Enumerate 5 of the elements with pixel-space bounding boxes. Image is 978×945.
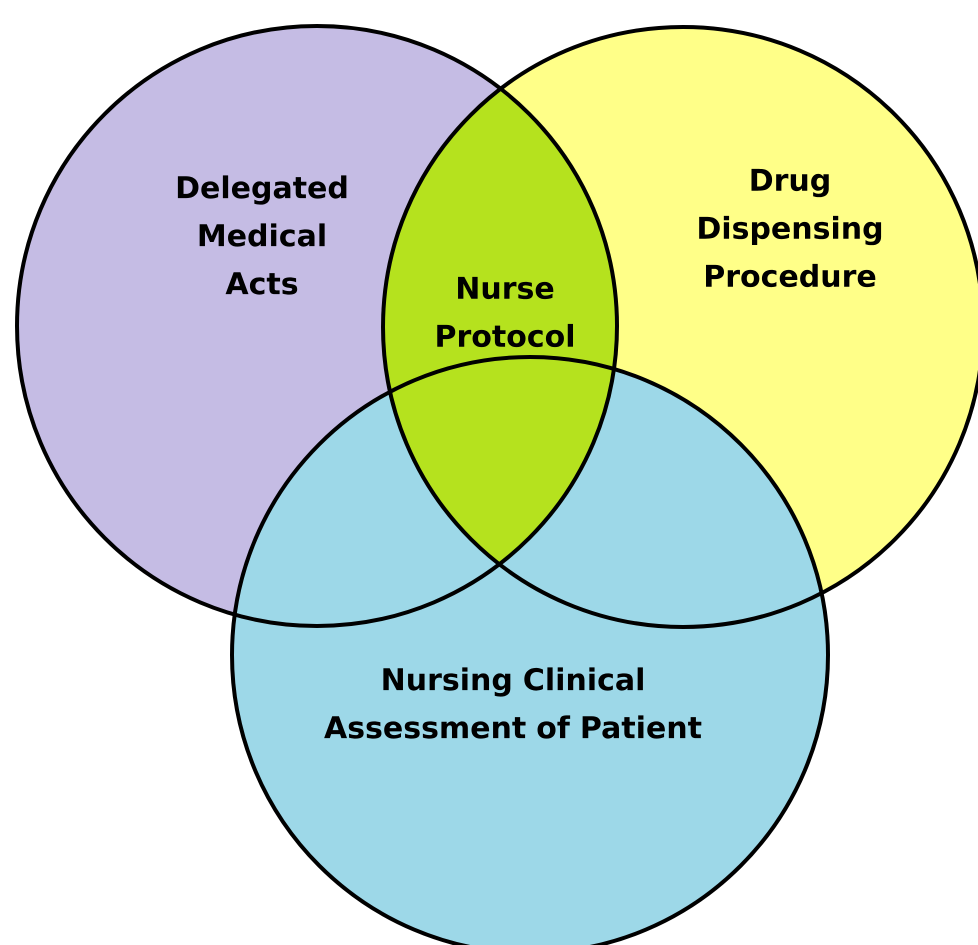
circle-label: Delegated Medical Acts: [178, 175, 346, 295]
circle-label: Nurse Protocol: [437, 276, 573, 348]
circle-label: Nursing Clinical Assessment of Patient: [324, 667, 702, 739]
circle-label: Drug Dispensing Procedure: [699, 168, 882, 288]
circle: [15, 24, 619, 628]
